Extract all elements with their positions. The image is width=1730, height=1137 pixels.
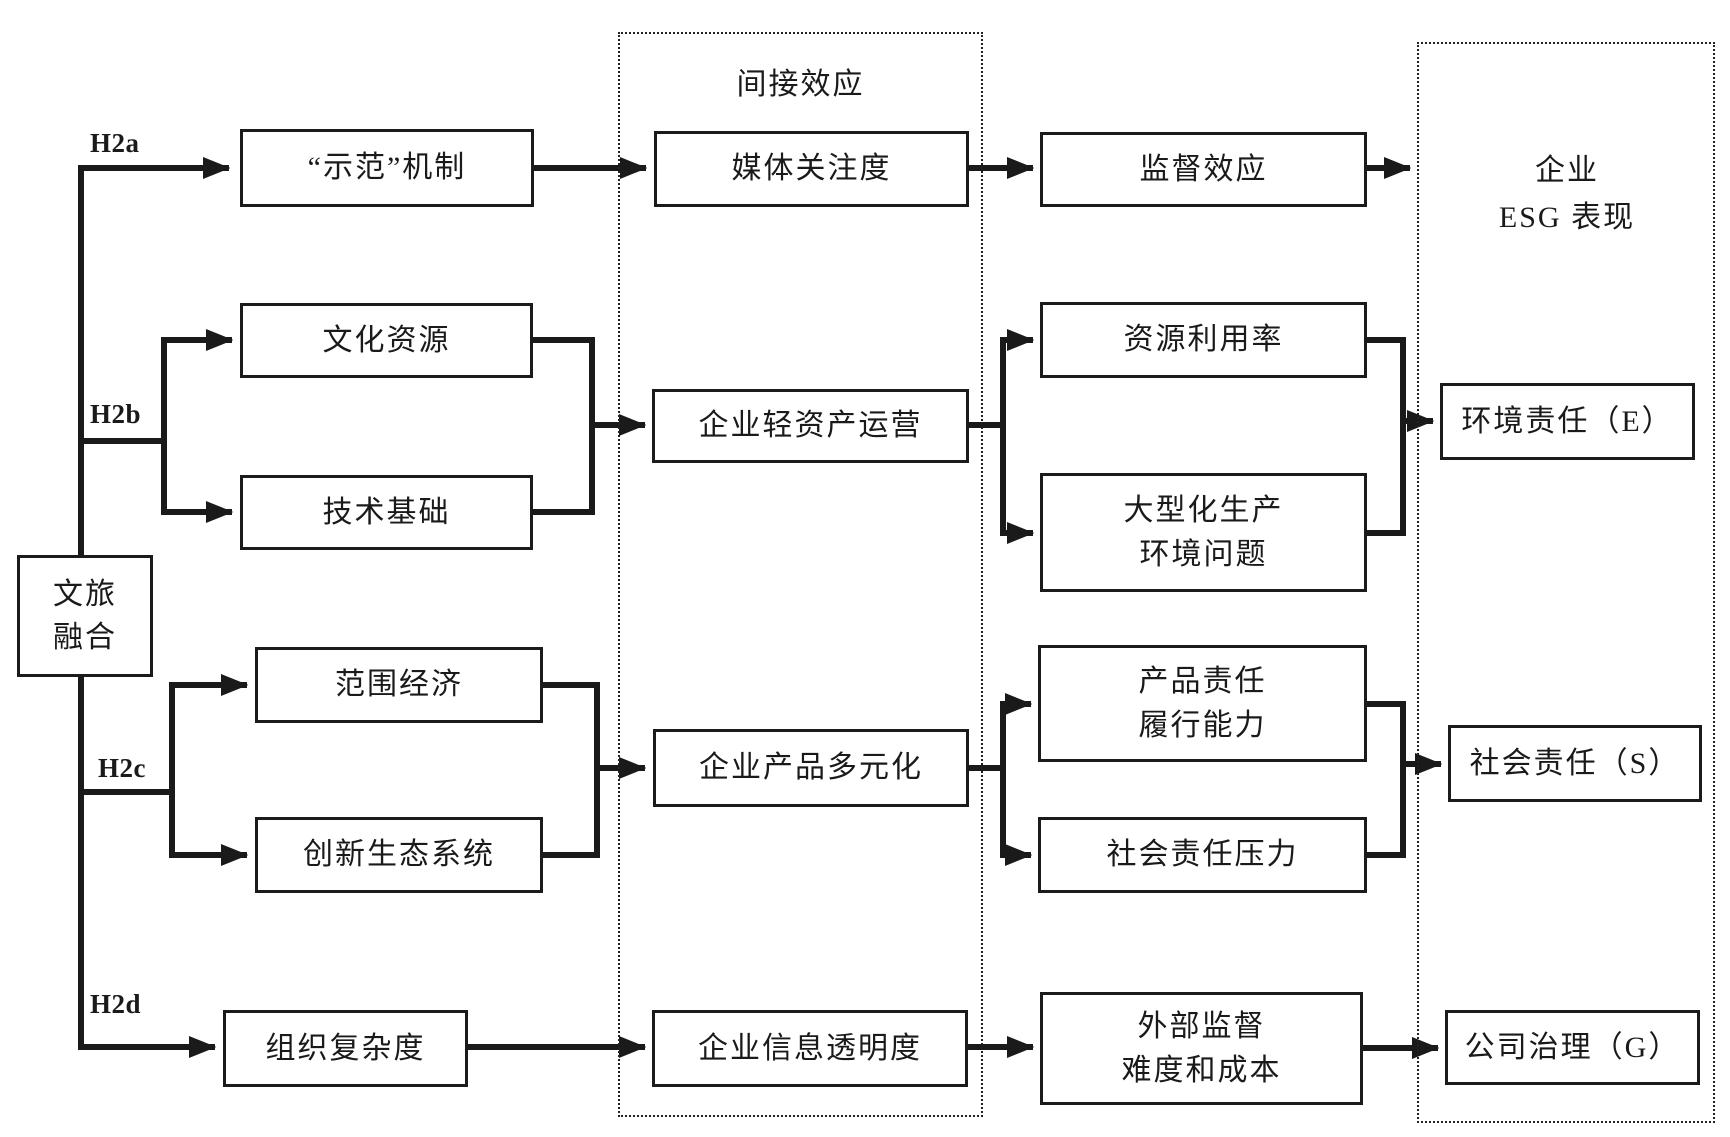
merge-into-environmental: [1367, 337, 1406, 536]
merge-into-social: [1367, 701, 1406, 858]
node-large-scale-production-environmental-issues: 大型化生产 环境问题: [1040, 473, 1367, 592]
node-innovation-ecosystem: 创新生态系统: [255, 817, 543, 893]
node-media-attention: 媒体关注度: [654, 131, 969, 207]
node-social-responsibility-pressure: 社会责任压力: [1038, 817, 1367, 893]
arrow-h2a: [78, 156, 231, 555]
node-demonstration-mechanism: “示范”机制: [240, 129, 534, 207]
merge-into-diversification: [543, 682, 600, 858]
node-organizational-complexity: 组织复杂度: [223, 1010, 468, 1087]
node-culture-tourism-integration: 文旅 融合: [17, 555, 153, 677]
split-from-asset-light: [969, 337, 1006, 536]
node-product-diversification: 企业产品多元化: [653, 729, 969, 807]
group-esg-performance-frame: [1417, 42, 1715, 1123]
split-from-diversification: [969, 701, 1006, 858]
node-corporate-governance: 公司治理（G）: [1445, 1010, 1700, 1085]
node-resource-utilization: 资源利用率: [1040, 302, 1367, 378]
node-information-transparency: 企业信息透明度: [652, 1010, 968, 1087]
node-supervision-effect: 监督效应: [1040, 132, 1367, 207]
node-economies-of-scope: 范围经济: [255, 647, 543, 723]
branch-h2c: [78, 682, 175, 858]
group-label-indirect-effect: 间接效应: [736, 68, 865, 101]
node-technology-base: 技术基础: [240, 475, 533, 550]
arrow-h2d: [78, 677, 217, 1059]
group-indirect-effect-frame: [618, 32, 983, 1117]
branch-h2b: [78, 337, 167, 515]
node-asset-light-operation: 企业轻资产运营: [652, 389, 969, 463]
node-social-responsibility: 社会责任（S）: [1448, 725, 1702, 802]
node-environmental-responsibility: 环境责任（E）: [1440, 383, 1695, 460]
hypothesis-label-h2c: H2c: [98, 753, 146, 783]
group-label-esg-performance: 企业 ESG 表现: [1498, 154, 1636, 234]
hypothesis-label-h2a: H2a: [90, 128, 140, 158]
node-cultural-resources: 文化资源: [240, 303, 533, 378]
hypothesis-label-h2d: H2d: [90, 989, 142, 1019]
node-external-supervision-difficulty-cost: 外部监督 难度和成本: [1040, 992, 1363, 1105]
merge-into-asset-light: [533, 337, 595, 515]
node-product-responsibility-capability: 产品责任 履行能力: [1038, 645, 1367, 762]
hypothesis-label-h2b: H2b: [90, 399, 142, 429]
